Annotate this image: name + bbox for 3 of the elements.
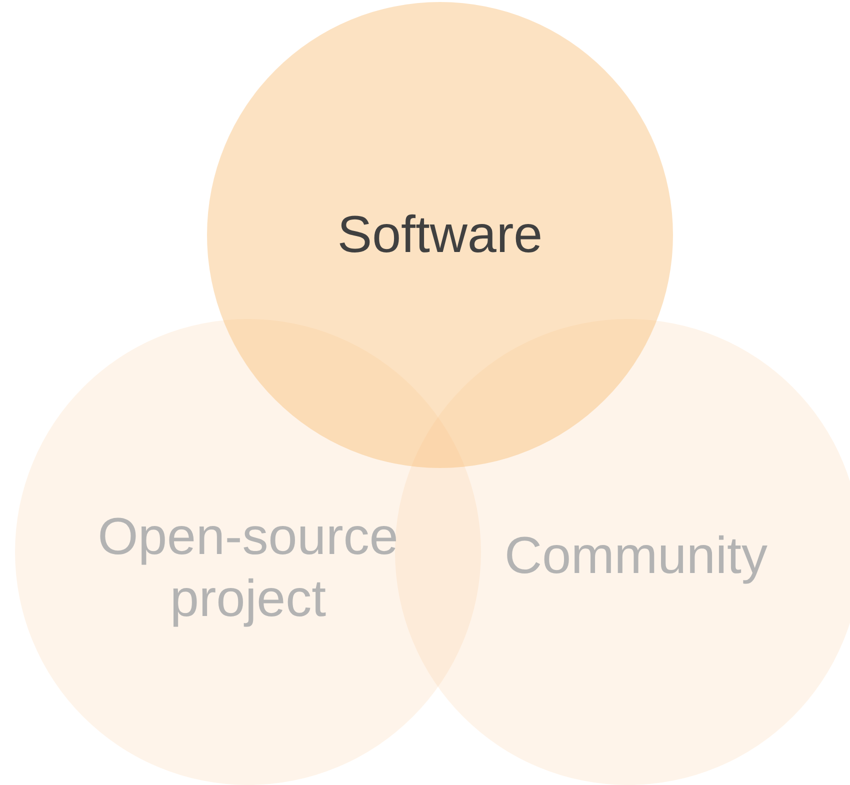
circle-label: Software [336, 205, 544, 266]
circle-label: Open-source project [96, 507, 400, 630]
circle-label: Community [504, 526, 768, 587]
